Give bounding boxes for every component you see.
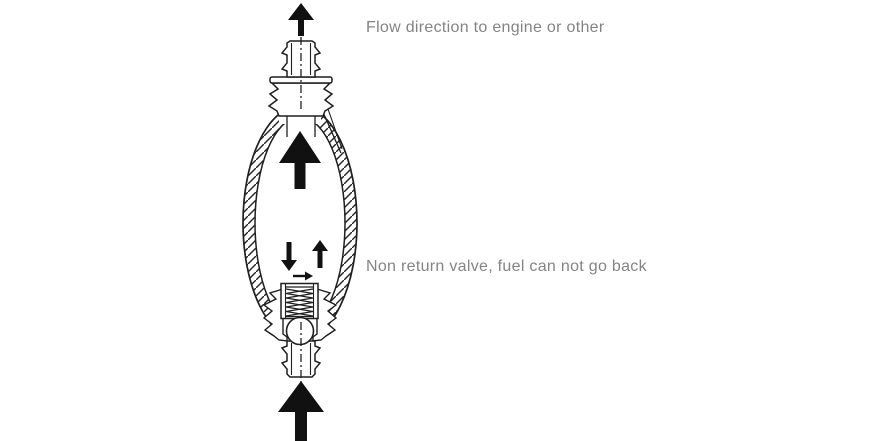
valve-spring xyxy=(285,286,314,318)
outlet-flow-arrow xyxy=(288,3,314,36)
valve-up-arrow xyxy=(312,240,328,268)
non-return-valve-label: Non return valve, fuel can not go back xyxy=(366,258,647,275)
outlet-collar xyxy=(267,82,335,117)
valve-down-arrow xyxy=(281,242,297,271)
inlet-fitting xyxy=(262,282,338,378)
inlet-flow-arrow xyxy=(278,381,324,441)
flow-direction-label: Flow direction to engine or other xyxy=(366,19,605,36)
check-ball xyxy=(285,316,315,346)
bulb-crease-line xyxy=(327,108,343,150)
bulb-flow-arrow xyxy=(279,131,321,189)
valve-right-arrow xyxy=(293,271,313,281)
valve-circulation-arrows xyxy=(281,240,328,281)
